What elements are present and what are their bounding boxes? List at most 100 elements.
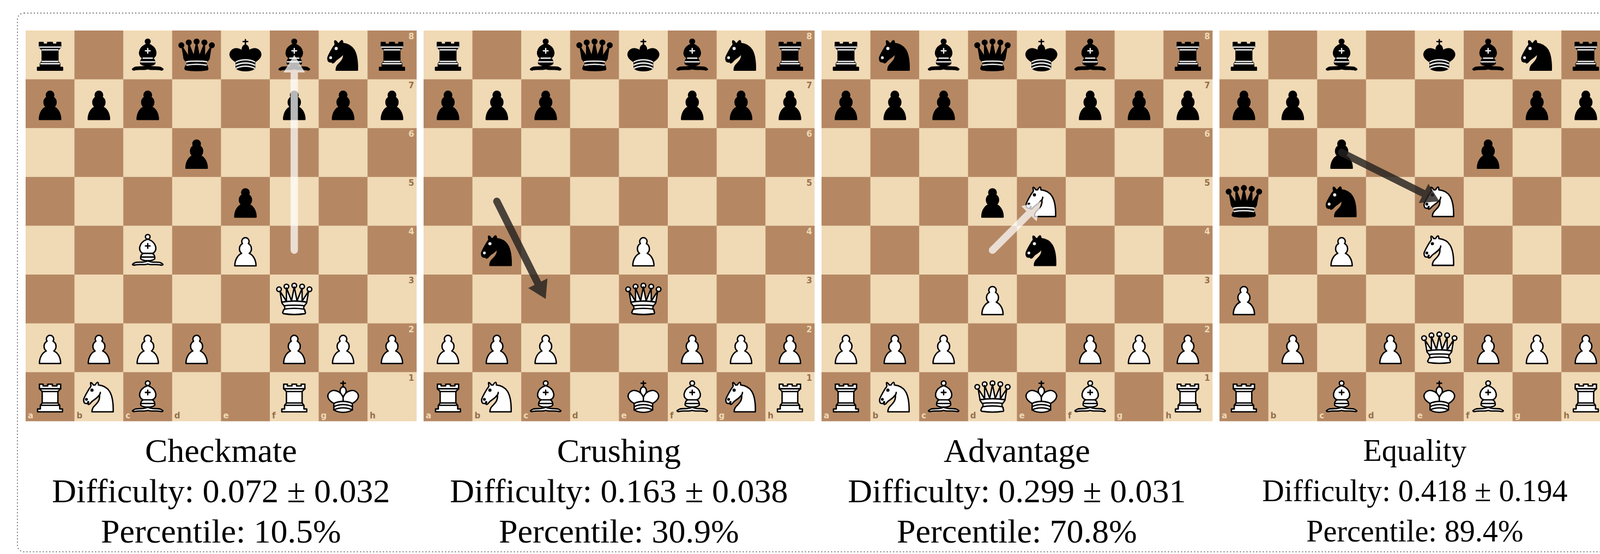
chess-piece bbox=[1477, 335, 1499, 365]
board-square bbox=[919, 225, 969, 275]
board-square bbox=[423, 79, 473, 129]
board-square bbox=[765, 225, 815, 275]
board-square bbox=[1219, 225, 1269, 275]
piece-outline bbox=[182, 43, 211, 59]
piece-outline bbox=[628, 49, 659, 71]
piece-outline bbox=[234, 189, 257, 218]
board-square bbox=[1463, 225, 1513, 275]
piece-outline bbox=[980, 57, 1006, 71]
piece-outline bbox=[576, 43, 582, 48]
board-square bbox=[870, 372, 920, 422]
board-square bbox=[716, 372, 766, 422]
board-square bbox=[1016, 79, 1066, 129]
board-coordinate: d bbox=[174, 411, 181, 421]
chess-piece bbox=[281, 384, 307, 413]
piece-outline bbox=[537, 385, 554, 408]
board-square bbox=[25, 225, 75, 275]
board-square bbox=[318, 30, 368, 80]
piece-outline bbox=[1033, 194, 1036, 196]
board-coordinate: b bbox=[1270, 411, 1277, 421]
piece-outline bbox=[1477, 335, 1499, 365]
chess-piece bbox=[632, 237, 655, 267]
board-square bbox=[618, 372, 668, 422]
chess-piece bbox=[137, 91, 159, 120]
board-square bbox=[870, 323, 920, 373]
piece-outline bbox=[1339, 381, 1344, 386]
board-square bbox=[25, 30, 75, 80]
board-square bbox=[123, 79, 173, 129]
piece-outline bbox=[1472, 407, 1504, 412]
piece-outline bbox=[530, 407, 561, 412]
move-arrow bbox=[283, 55, 305, 251]
chess-piece bbox=[1025, 381, 1057, 413]
chess-piece bbox=[1075, 39, 1106, 70]
board-square bbox=[172, 128, 222, 178]
chess-piece bbox=[681, 335, 703, 365]
chess-piece bbox=[137, 335, 159, 365]
piece-outline bbox=[933, 91, 955, 120]
board-square bbox=[1414, 323, 1464, 373]
board-square bbox=[220, 274, 270, 324]
board-square bbox=[919, 30, 969, 80]
piece-outline bbox=[488, 243, 491, 245]
board-square bbox=[1219, 30, 1269, 80]
board-square bbox=[423, 225, 473, 275]
piece-outline bbox=[1231, 42, 1257, 71]
board-square bbox=[318, 323, 368, 373]
piece-outline bbox=[777, 42, 803, 71]
board-square bbox=[618, 128, 668, 178]
piece-outline bbox=[1526, 335, 1548, 365]
piece-outline bbox=[1333, 385, 1350, 408]
board-coordinate: a bbox=[27, 411, 34, 421]
piece-outline bbox=[1529, 47, 1531, 50]
piece-outline bbox=[1431, 243, 1434, 245]
piece-outline bbox=[306, 287, 312, 292]
board-square bbox=[220, 225, 270, 275]
chess-piece bbox=[879, 382, 909, 413]
piece-outline bbox=[137, 91, 159, 120]
piece-outline bbox=[435, 42, 461, 71]
chess-piece bbox=[835, 91, 857, 120]
board-coordinate: 1 bbox=[1163, 373, 1211, 383]
chess-piece bbox=[1025, 236, 1056, 266]
chess-board bbox=[423, 30, 815, 422]
board-square bbox=[716, 177, 766, 227]
board-square bbox=[667, 372, 717, 422]
board-square bbox=[968, 372, 1018, 422]
board-coordinate: 6 bbox=[765, 129, 813, 139]
piece-outline bbox=[1452, 335, 1457, 341]
piece-outline bbox=[1426, 252, 1428, 255]
arrow-head bbox=[1021, 201, 1042, 222]
chess-piece bbox=[1421, 332, 1457, 364]
piece-outline bbox=[234, 237, 257, 267]
piece-outline bbox=[884, 335, 906, 365]
piece-outline bbox=[779, 389, 801, 406]
board-square bbox=[318, 79, 368, 129]
piece-outline bbox=[437, 91, 459, 120]
piece-outline bbox=[139, 385, 156, 408]
chess-piece bbox=[1575, 335, 1597, 365]
board-square bbox=[1163, 274, 1213, 324]
board-square bbox=[123, 225, 173, 275]
chess-piece bbox=[535, 335, 557, 365]
board-square bbox=[765, 274, 815, 324]
board-square bbox=[1016, 30, 1066, 80]
piece-outline bbox=[777, 384, 803, 413]
board-square bbox=[1512, 177, 1562, 227]
board-square bbox=[821, 323, 871, 373]
piece-outline bbox=[835, 91, 857, 120]
chess-piece bbox=[1282, 335, 1304, 365]
piece-outline bbox=[381, 46, 403, 64]
piece-outline bbox=[1175, 42, 1201, 71]
piece-outline bbox=[1233, 46, 1255, 64]
piece-outline bbox=[1575, 46, 1597, 64]
chess-piece bbox=[381, 91, 403, 120]
board-square bbox=[765, 177, 815, 227]
piece-outline bbox=[327, 390, 359, 413]
piece-outline bbox=[879, 40, 896, 64]
board-square bbox=[172, 79, 222, 129]
chess-piece bbox=[1231, 42, 1257, 71]
piece-outline bbox=[335, 47, 337, 50]
piece-outline bbox=[1233, 389, 1255, 406]
piece-outline bbox=[1256, 189, 1261, 195]
